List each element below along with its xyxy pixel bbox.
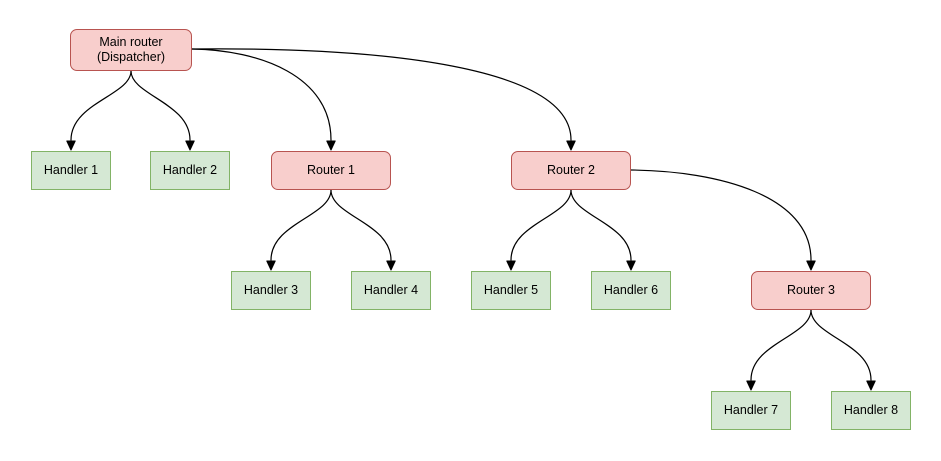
node-h2[interactable]: Handler 2 xyxy=(150,151,230,190)
arrow-head-icon xyxy=(185,140,195,151)
node-h4[interactable]: Handler 4 xyxy=(351,271,431,310)
arrow-head-icon xyxy=(746,380,756,391)
edge-r2-to-h5 xyxy=(506,189,572,271)
node-h3[interactable]: Handler 3 xyxy=(231,271,311,310)
arrow-head-icon xyxy=(326,140,336,151)
arrow-head-icon xyxy=(626,260,636,271)
node-h8[interactable]: Handler 8 xyxy=(831,391,911,430)
edge-main-to-r2 xyxy=(191,48,576,151)
edge-r3-to-h7 xyxy=(746,309,812,391)
edge-r1-to-h4 xyxy=(330,189,396,271)
node-r3[interactable]: Router 3 xyxy=(751,271,871,310)
arrow-head-icon xyxy=(266,260,276,271)
arrow-head-icon xyxy=(866,380,876,391)
node-main[interactable]: Main router (Dispatcher) xyxy=(70,29,192,71)
arrow-head-icon xyxy=(566,140,576,151)
node-r1[interactable]: Router 1 xyxy=(271,151,391,190)
arrow-head-icon xyxy=(66,140,76,151)
edge-r2-to-r3 xyxy=(630,169,816,271)
edge-r2-to-h6 xyxy=(570,189,636,271)
arrow-head-icon xyxy=(506,260,516,271)
edge-main-to-r1 xyxy=(191,48,336,151)
edge-main-to-h1 xyxy=(66,70,132,151)
node-h7[interactable]: Handler 7 xyxy=(711,391,791,430)
edge-main-to-h2 xyxy=(130,70,195,151)
edge-r3-to-h8 xyxy=(810,309,876,391)
node-r2[interactable]: Router 2 xyxy=(511,151,631,190)
arrow-head-icon xyxy=(386,260,396,271)
node-h6[interactable]: Handler 6 xyxy=(591,271,671,310)
node-h5[interactable]: Handler 5 xyxy=(471,271,551,310)
arrow-head-icon xyxy=(806,260,816,271)
edge-r1-to-h3 xyxy=(266,189,332,271)
node-h1[interactable]: Handler 1 xyxy=(31,151,111,190)
